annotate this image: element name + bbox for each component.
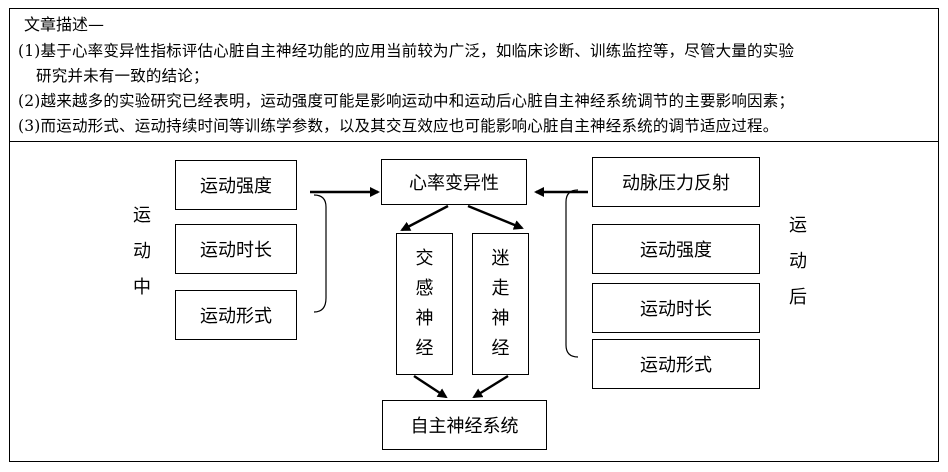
right-box-baroreflex: 动脉压力反射 [592, 157, 760, 207]
description-line-1: (1)基于心率变异性指标评估心脏自主神经功能的应用当前较为广泛，如临床诊断、训练… [18, 42, 795, 60]
during-exercise-label: 运 动 中 [133, 205, 151, 298]
description-line-3: (3)而运动形式、运动持续时间等训练学参数，以及其交互效应也可能影响心脏自主神经… [18, 117, 779, 135]
section-divider [9, 141, 939, 142]
arrow-vagal-to-ans [472, 374, 509, 399]
arrow-hrv-to-vagal [467, 204, 524, 230]
left-box-duration: 运动时长 [175, 224, 297, 274]
right-bracket [565, 189, 579, 358]
right-box-duration: 运动时长 [592, 283, 760, 333]
post-exercise-label: 运 动 后 [789, 215, 807, 308]
right-box-mode: 运动形式 [592, 339, 760, 389]
arrow-hrv-to-sympathetic [400, 204, 449, 232]
autonomic-nervous-system-box: 自主神经系统 [382, 400, 547, 450]
description-line-2: (2)越来越多的实验研究已经表明，运动强度可能是影响运动中和运动后心脏自主神经系… [18, 92, 795, 110]
sympathetic-nerve-box: 交 感 神 经 [396, 233, 453, 375]
arrow-sympathetic-to-ans [413, 374, 448, 399]
hrv-box: 心率变异性 [381, 159, 527, 205]
description-title: 文章描述— [24, 15, 105, 34]
left-box-mode: 运动形式 [175, 290, 297, 340]
figure-frame [9, 8, 939, 462]
description-line-1-cont: 研究并未有一致的结论； [36, 67, 209, 85]
vagal-nerve-box: 迷 走 神 经 [472, 233, 529, 375]
left-bracket [313, 194, 327, 313]
right-box-intensity: 运动强度 [592, 224, 760, 274]
left-box-intensity: 运动强度 [175, 160, 297, 210]
